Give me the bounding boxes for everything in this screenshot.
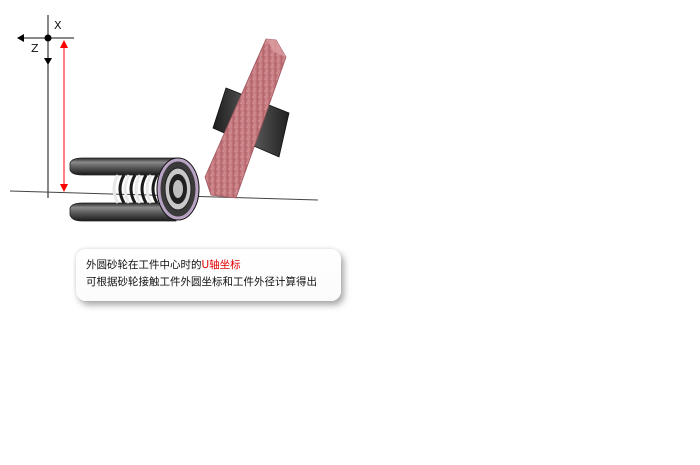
u-dimension-arrow — [60, 40, 68, 192]
caption-line-2: 可根据砂轮接触工件外圆坐标和工件外径计算得出 — [86, 276, 317, 288]
x-axis-label: X — [54, 19, 62, 32]
workpiece — [69, 157, 200, 222]
origin-point — [44, 34, 52, 42]
caption-line-1: 外圆砂轮在工件中心时的U轴坐标 — [86, 257, 341, 274]
arrow-down-icon — [44, 58, 52, 65]
grinding-wheel — [204, 38, 290, 199]
caption-line-1-highlight: U轴坐标 — [201, 259, 241, 271]
arrow-left-icon — [17, 34, 24, 42]
caption-line-1-prefix: 外圆砂轮在工件中心时的 — [86, 259, 202, 271]
coordinate-axes: X Z — [17, 15, 74, 198]
z-axis-label: Z — [31, 42, 39, 55]
caption-box: 外圆砂轮在工件中心时的U轴坐标 可根据砂轮接触工件外圆坐标和工件外径计算得出 — [76, 249, 341, 301]
